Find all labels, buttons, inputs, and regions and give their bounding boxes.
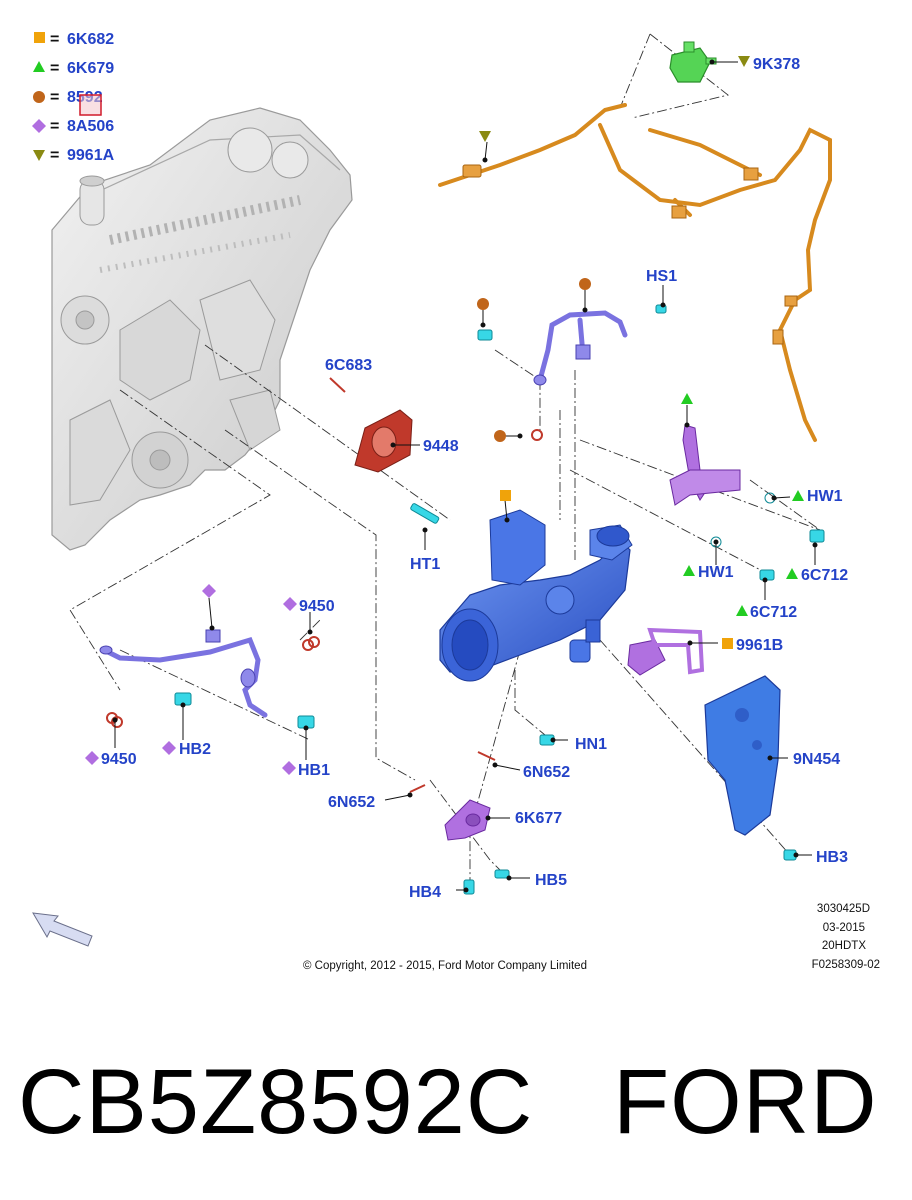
label-9450: 9450 [299, 598, 335, 615]
part-labels: 9K378 HS1 6C683 9448 HT1 HW1 HW1 6C712 6… [101, 56, 848, 901]
legend-eq: = [50, 147, 59, 164]
marker-triangle-icon [683, 565, 695, 576]
meta-date: 03-2015 [823, 922, 865, 934]
marker-square-icon [500, 490, 511, 501]
label-6C712: 6C712 [750, 604, 797, 621]
purple-parts [444, 424, 741, 841]
label-6N652: 6N652 [328, 794, 375, 811]
label-HB5: HB5 [535, 872, 567, 889]
vacuum-hose-fittings [462, 164, 798, 345]
legend-code-6K679: 6K679 [67, 60, 114, 77]
heat-shield [704, 675, 781, 836]
marker-diamond-icon [85, 751, 99, 765]
label-HB2: HB2 [179, 741, 211, 758]
vacuum-solenoid [669, 41, 717, 83]
copyright: © Copyright, 2012 - 2015, Ford Motor Com… [303, 960, 587, 972]
legend-triangle-icon [33, 61, 45, 72]
figure-meta: 3030425D 03-2015 20HDTX F0258309-02 © Co… [303, 903, 880, 972]
oil-return-pipe-fittings [99, 629, 256, 688]
oil-return-pipe [101, 636, 268, 718]
parts-diagram: = = = = = 6K682 6K679 8592 8A506 9961A [32, 31, 880, 972]
engine-block [51, 107, 353, 551]
legend-eq: = [50, 60, 59, 77]
marker-diamond-icon [202, 584, 216, 598]
fasteners [174, 304, 825, 895]
oil-feed-pipe-fittings [533, 344, 591, 386]
legend-code-9961A: 9961A [67, 147, 115, 164]
marker-triangle-icon [786, 568, 798, 579]
callout-markers [85, 56, 804, 775]
label-HN1: HN1 [575, 736, 607, 753]
label-HT1: HT1 [410, 556, 440, 573]
gasket [354, 409, 413, 473]
marker-diamond-icon [162, 741, 176, 755]
marker-triangle-icon [681, 393, 693, 404]
turbocharger [439, 509, 633, 682]
marker-triangle-down-icon [738, 56, 750, 67]
label-HW1: HW1 [807, 488, 843, 505]
meta-engine: 20HDTX [822, 940, 866, 952]
label-9K378: 9K378 [753, 56, 800, 73]
label-6N652: 6N652 [523, 764, 570, 781]
label-leaders [112, 59, 818, 893]
legend-code-6K682: 6K682 [67, 31, 114, 48]
label-HB3: HB3 [816, 849, 848, 866]
legend-triangle-down-icon [33, 150, 45, 161]
label-9N454: 9N454 [793, 751, 840, 768]
label-HW1: HW1 [698, 564, 734, 581]
label-HS1: HS1 [646, 268, 677, 285]
label-HB4: HB4 [409, 884, 441, 901]
label-6K677: 6K677 [515, 810, 562, 827]
label-9450: 9450 [101, 751, 137, 768]
legend-diamond-icon [32, 119, 46, 133]
marker-circle-icon [477, 298, 489, 310]
legend-eq: = [50, 31, 59, 48]
legend-code-8A506: 8A506 [67, 118, 114, 135]
marker-square-icon [722, 638, 733, 649]
marker-triangle-icon [792, 490, 804, 501]
marker-diamond-icon [282, 761, 296, 775]
marker-triangle-down-icon [479, 131, 491, 142]
marker-triangle-icon [736, 605, 748, 616]
legend-circle-icon [33, 91, 45, 103]
legend-square-icon [34, 32, 45, 43]
part-number-caption: CB5Z8592C FORD [18, 1051, 878, 1153]
marker-circle-icon [494, 430, 506, 442]
marker-diamond-icon [283, 597, 297, 611]
arrow-left-icon [32, 912, 93, 947]
small-red-items [106, 377, 543, 793]
meta-figure: F0258309-02 [812, 959, 880, 971]
legend-eq: = [50, 118, 59, 135]
label-6C683: 6C683 [325, 357, 372, 374]
legend-eq: = [50, 89, 59, 106]
meta-code: 3030425D [817, 903, 870, 915]
vacuum-hose [438, 103, 832, 442]
marker-circle-icon [579, 278, 591, 290]
label-6C712: 6C712 [801, 567, 848, 584]
label-HB1: HB1 [298, 762, 330, 779]
label-9448: 9448 [423, 438, 459, 455]
highlight-box [79, 94, 102, 116]
legend: = = = = = 6K682 6K679 8592 8A506 9961A [32, 31, 115, 164]
label-9961B: 9961B [736, 637, 783, 654]
